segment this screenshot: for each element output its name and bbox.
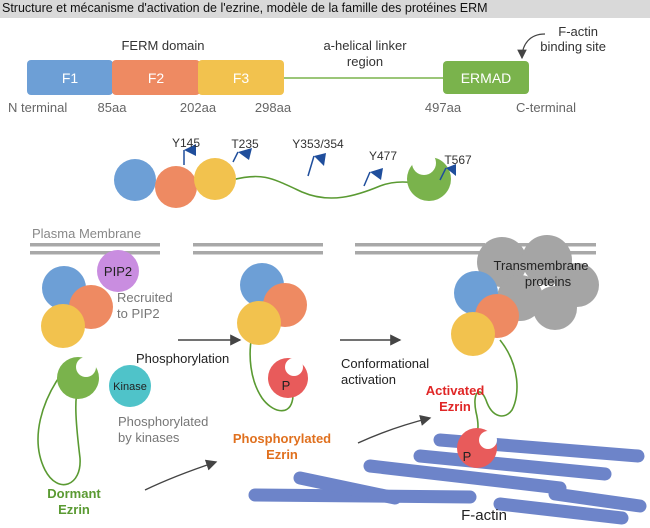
actin-rod-6 xyxy=(493,497,629,525)
flag-t235 xyxy=(238,148,252,160)
segment-f3 xyxy=(198,60,284,95)
actin-rod-7 xyxy=(548,487,647,513)
membrane-top-2 xyxy=(193,243,323,247)
transmembrane-proteins xyxy=(477,235,599,330)
site-t235: T235 xyxy=(231,137,259,151)
factin-filaments xyxy=(248,433,647,525)
activated-p-pocket xyxy=(479,431,497,449)
factin-site-arrow xyxy=(517,33,546,60)
step-conformational-line2: activation xyxy=(341,372,396,387)
phospho-p-label: P xyxy=(282,378,291,393)
dormant-name-line2: Ezrin xyxy=(58,502,90,517)
segment-f1-label: F1 xyxy=(62,70,79,86)
site-y353-354: Y353/354 xyxy=(292,137,344,151)
dormant-name-line1: Dormant xyxy=(47,486,101,501)
molecule-ermad-pocket xyxy=(412,151,436,175)
actin-rod-2 xyxy=(293,471,402,505)
pos-298aa: 298aa xyxy=(255,100,292,115)
segment-ermad xyxy=(443,61,529,94)
title-bar: Structure et mécanisme d'activation de l… xyxy=(0,0,650,18)
phosphorylated-by-line2: by kinases xyxy=(118,430,180,445)
pos-202aa: 202aa xyxy=(180,100,217,115)
tm-protein-5 xyxy=(533,286,577,330)
membrane-bottom-1 xyxy=(30,251,160,255)
linker-label-line1: a-helical linker xyxy=(323,38,407,53)
factin-label: F-actin xyxy=(461,507,507,524)
linker-label-line2: region xyxy=(347,54,383,69)
dormant-f3-ball xyxy=(41,304,85,348)
flag-pole-y477 xyxy=(363,171,371,187)
phospho-p-pocket xyxy=(285,358,303,376)
flag-y477 xyxy=(370,168,383,180)
segment-f2-label: F2 xyxy=(148,70,165,86)
transmembrane-line1: Transmembrane xyxy=(494,258,589,273)
phospho-name-line2: Ezrin xyxy=(266,447,298,462)
pip2-label: PIP2 xyxy=(104,264,132,279)
flag-y145 xyxy=(184,144,196,156)
actin-rod-4 xyxy=(413,449,612,481)
transmembrane-line2: proteins xyxy=(525,274,572,289)
membrane-top-3 xyxy=(355,243,485,247)
site-y145: Y145 xyxy=(172,136,200,150)
membrane-top-1 xyxy=(30,243,160,247)
arrow-lower-2 xyxy=(357,414,432,444)
kinase-ball xyxy=(109,365,151,407)
arrow-lower-1 xyxy=(144,459,218,491)
dormant-linker xyxy=(37,364,81,486)
activated-f3-ball xyxy=(451,312,495,356)
activated-name-line2: Ezrin xyxy=(439,399,471,414)
actin-rod-3 xyxy=(363,459,567,495)
figure-title: Structure et mécanisme d'activation de l… xyxy=(2,1,488,15)
pip2-ball xyxy=(97,250,139,292)
flag-pole-y353 xyxy=(307,155,315,177)
segment-f1 xyxy=(27,60,113,95)
segment-ermad-label: ERMAD xyxy=(461,70,512,86)
flag-pole-t235 xyxy=(232,151,239,163)
flag-t567 xyxy=(446,164,456,176)
kinase-label: Kinase xyxy=(113,381,147,393)
pos-c-terminal: C-terminal xyxy=(516,100,576,115)
molecule-f2-ball xyxy=(155,166,197,208)
phospho-flags xyxy=(183,144,456,187)
pos-n-terminal: N terminal xyxy=(8,100,67,115)
dormant-ermad-pocket xyxy=(76,357,96,377)
molecule-f3-ball xyxy=(194,158,236,200)
flag-y353 xyxy=(314,153,326,166)
step-phosphorylation: Phosphorylation xyxy=(136,351,229,366)
step-conformational-line1: Conformational xyxy=(341,356,429,371)
segment-f3-label: F3 xyxy=(233,70,250,86)
site-y477: Y477 xyxy=(369,149,397,163)
plasma-membrane-label: Plasma Membrane xyxy=(32,226,141,241)
site-t567: T567 xyxy=(444,153,472,167)
activated-name-line1: Activated xyxy=(426,383,485,398)
segment-f2 xyxy=(112,60,200,95)
molecule-linker xyxy=(231,175,423,199)
phospho-name-line1: Phosphorylated xyxy=(233,431,331,446)
activated-p-label: P xyxy=(463,449,472,464)
recruited-line1: Recruited xyxy=(117,290,173,305)
membrane-bottom-3 xyxy=(355,251,485,255)
molecule-f1-ball xyxy=(114,159,156,201)
membrane-bottom-2 xyxy=(193,251,323,255)
factin-site-line2: binding site xyxy=(540,39,606,54)
pos-85aa: 85aa xyxy=(98,100,128,115)
phosphorylated-by-line1: Phosphorylated xyxy=(118,414,208,429)
recruited-line2: to PIP2 xyxy=(117,306,160,321)
pos-497aa: 497aa xyxy=(425,100,462,115)
tm-protein-1 xyxy=(477,237,527,287)
factin-site-line1: F-actin xyxy=(558,24,598,39)
ferm-domain-label: FERM domain xyxy=(121,38,204,53)
flag-pole-t567 xyxy=(439,167,447,181)
activated-linker xyxy=(469,339,518,445)
phospho-f3-ball xyxy=(237,301,281,345)
